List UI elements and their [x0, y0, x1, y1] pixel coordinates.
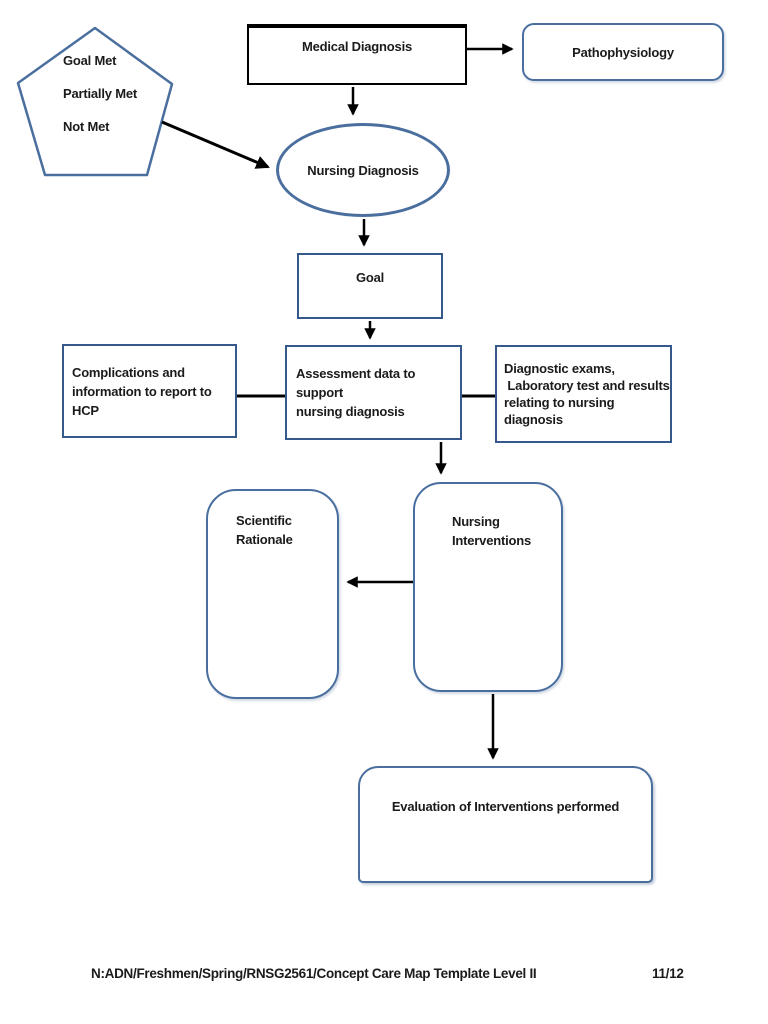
pathophysiology-box: Pathophysiology — [522, 23, 724, 81]
goal-status-pentagon: Goal Met Partially Met Not Met — [14, 24, 178, 180]
nursing-interventions-line: Nursing — [452, 514, 500, 529]
goal-label: Goal — [355, 270, 385, 285]
scientific-rationale-line: Rationale — [236, 532, 293, 547]
complications-line: information to report to HCP — [72, 383, 212, 418]
footer-page-number: 11/12 — [652, 966, 684, 981]
diagnostic-line: relating to nursing diagnosis — [504, 395, 618, 427]
pathophysiology-label: Pathophysiology — [572, 44, 674, 60]
medical-diagnosis-label: Medical Diagnosis — [301, 39, 413, 54]
assessment-line: nursing diagnosis — [296, 404, 405, 419]
pentagon-item-partially-met: Partially Met — [63, 86, 137, 101]
assessment-data-box: Assessment data to support nursing diagn… — [285, 345, 462, 440]
diagnostic-exams-box: Diagnostic exams, Laboratory test and re… — [495, 345, 672, 443]
scientific-rationale-line: Scientific — [236, 513, 292, 528]
scientific-rationale-box: Scientific Rationale — [206, 489, 339, 699]
medical-diagnosis-box: Medical Diagnosis — [247, 24, 467, 85]
complications-line: Complications and — [72, 364, 185, 380]
nursing-diagnosis-label: Nursing Diagnosis — [307, 162, 419, 178]
complications-box: Complications and information to report … — [62, 344, 237, 438]
diagnostic-line: Laboratory test and results — [504, 378, 670, 393]
pentagon-item-goal-met: Goal Met — [63, 53, 117, 68]
assessment-line: Assessment data to support — [296, 366, 416, 400]
evaluation-label: Evaluation of Interventions performed — [391, 799, 620, 814]
pentagon-item-not-met: Not Met — [63, 119, 110, 134]
nursing-interventions-box: Nursing Interventions — [413, 482, 563, 692]
goal-box: Goal — [297, 253, 443, 319]
nursing-interventions-line: Interventions — [452, 533, 532, 548]
evaluation-box: Evaluation of Interventions performed — [358, 766, 653, 883]
diagnostic-line: Diagnostic exams, — [504, 361, 615, 376]
pentagon-labels: Goal Met Partially Met Not Met — [63, 51, 137, 150]
nursing-diagnosis-ellipse: Nursing Diagnosis — [276, 123, 450, 217]
pentagon-shape-icon — [16, 26, 174, 177]
footer-file-path: N:ADN/Freshmen/Spring/RNSG2561/Concept C… — [91, 966, 537, 981]
